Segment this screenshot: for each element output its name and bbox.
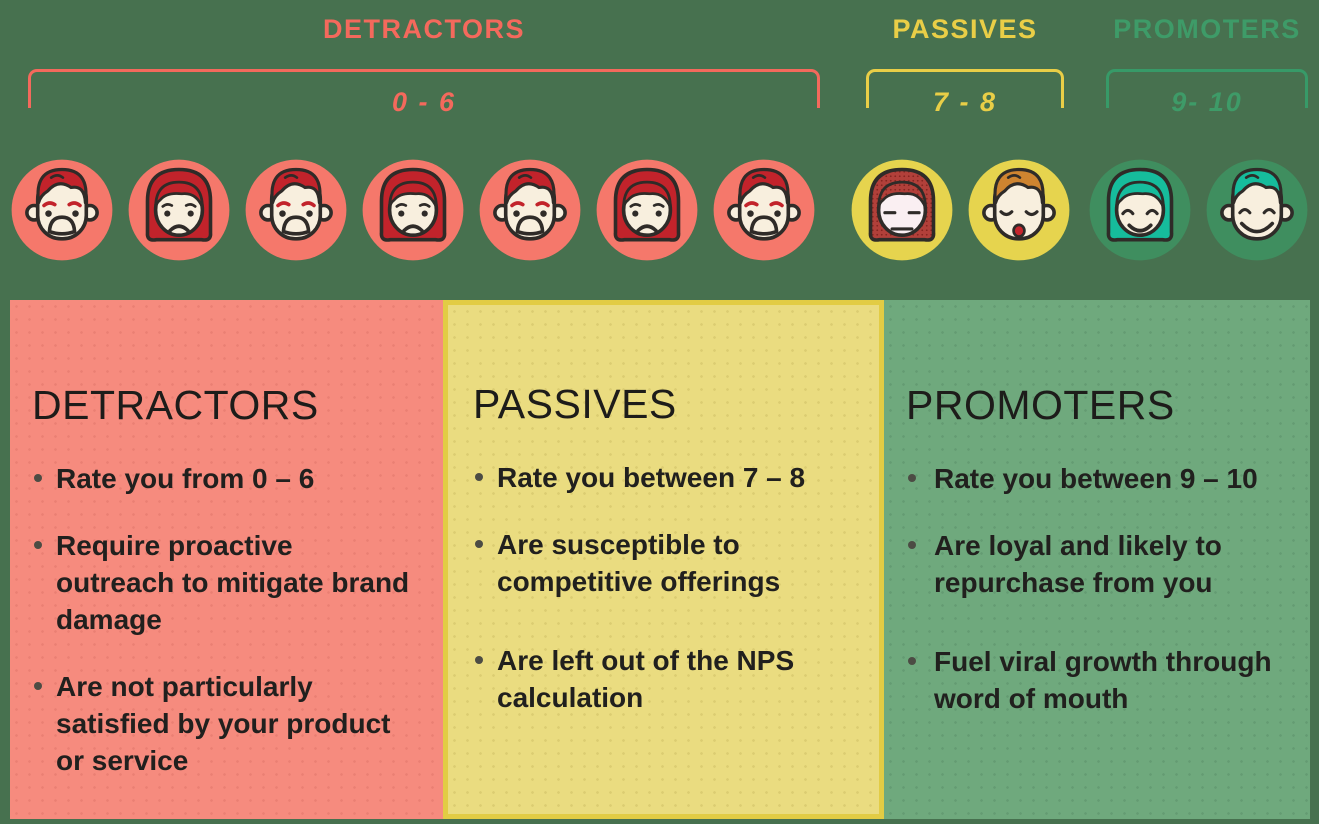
bullet-item: Rate you between 9 – 10 bbox=[906, 461, 1294, 498]
passives-bullet-list: Rate you between 7 – 8 Are susceptible t… bbox=[473, 460, 851, 717]
detractors-panel-title: DETRACTORS bbox=[32, 382, 319, 428]
bullet-item: Require proactive outreach to mitigate b… bbox=[32, 528, 417, 639]
bullet-item: Are susceptible to competitive offerings bbox=[473, 527, 851, 601]
detractor-female-sad-face-icon bbox=[359, 156, 467, 264]
promoters-panel-title: PROMOTERS bbox=[906, 382, 1175, 428]
bullet-item: Are loyal and likely to repurchase from … bbox=[906, 528, 1294, 602]
passive-male-whistle-face-icon bbox=[965, 156, 1073, 264]
bullet-item: Fuel viral growth through word of mouth bbox=[906, 644, 1294, 718]
group-promoters: PROMOTERS 9- 10 bbox=[1106, 14, 1308, 117]
panel-promoters: PROMOTERS Rate you between 9 – 10 Are lo… bbox=[884, 300, 1310, 819]
detractors-bracket: 0 - 6 bbox=[28, 69, 820, 117]
detractor-male-sad-face-icon bbox=[242, 156, 350, 264]
passives-range: 7 - 8 bbox=[932, 87, 998, 117]
panel-passives: PASSIVES Rate you between 7 – 8 Are susc… bbox=[443, 300, 884, 819]
detractor-male-sad-face-icon bbox=[8, 156, 116, 264]
detractors-range: 0 - 6 bbox=[391, 87, 457, 117]
detractor-female-sad-face-icon bbox=[125, 156, 233, 264]
detractor-male-sad-face-icon bbox=[476, 156, 584, 264]
faces-row bbox=[8, 156, 1311, 264]
bullet-item: Rate you between 7 – 8 bbox=[473, 460, 851, 497]
group-passives: PASSIVES 7 - 8 bbox=[866, 14, 1064, 117]
bullet-item: Are not particularly satisfied by your p… bbox=[32, 669, 417, 780]
promoters-range: 9- 10 bbox=[1171, 87, 1243, 117]
detractors-top-label: DETRACTORS bbox=[322, 14, 525, 44]
promoter-female-happy-face-icon bbox=[1086, 156, 1194, 264]
panel-detractors: DETRACTORS Rate you from 0 – 6 Require p… bbox=[10, 300, 443, 819]
bullet-item: Rate you from 0 – 6 bbox=[32, 461, 417, 498]
passives-panel-title: PASSIVES bbox=[473, 381, 677, 427]
promoters-top-label: PROMOTERS bbox=[1113, 14, 1301, 44]
promoter-male-happy-face-icon bbox=[1203, 156, 1311, 264]
detractor-male-sad-face-icon bbox=[710, 156, 818, 264]
description-panels: DETRACTORS Rate you from 0 – 6 Require p… bbox=[0, 300, 1319, 819]
group-detractors: DETRACTORS 0 - 6 bbox=[28, 14, 820, 117]
promoters-bracket: 9- 10 bbox=[1106, 69, 1308, 117]
passives-bracket: 7 - 8 bbox=[866, 69, 1064, 117]
bullet-item: Are left out of the NPS calculation bbox=[473, 643, 851, 717]
promoters-bullet-list: Rate you between 9 – 10 Are loyal and li… bbox=[906, 461, 1294, 718]
passive-female-neutral-face-icon bbox=[848, 156, 956, 264]
detractor-female-sad-face-icon bbox=[593, 156, 701, 264]
passives-top-label: PASSIVES bbox=[892, 14, 1038, 44]
detractors-bullet-list: Rate you from 0 – 6 Require proactive ou… bbox=[32, 461, 417, 780]
